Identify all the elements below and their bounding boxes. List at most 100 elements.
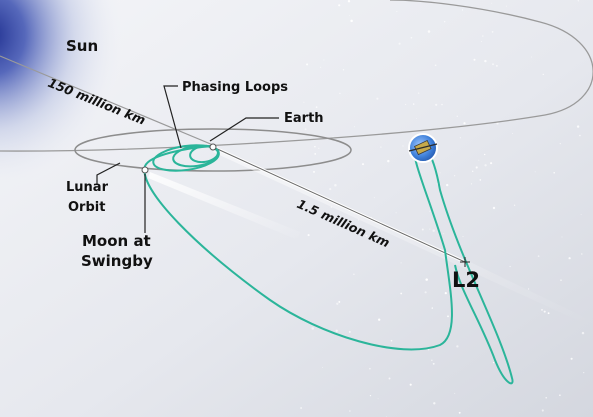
star: [568, 257, 571, 260]
star: [553, 171, 555, 174]
star: [409, 383, 412, 386]
star: [410, 36, 413, 39]
star: [376, 97, 379, 100]
star: [390, 339, 393, 342]
star: [479, 179, 482, 181]
star: [347, 0, 351, 3]
star: [462, 235, 464, 238]
star: [307, 234, 310, 237]
star: [404, 103, 407, 106]
star: [478, 159, 480, 161]
star: [312, 170, 316, 173]
star: [559, 142, 561, 145]
star: [511, 132, 513, 134]
star: [413, 103, 415, 105]
lunar-orbit-leader: [96, 162, 121, 185]
star: [443, 233, 445, 235]
star: [434, 64, 437, 67]
star: [348, 15, 350, 17]
star: [373, 197, 375, 199]
star: [435, 103, 438, 106]
star: [342, 69, 345, 71]
star: [491, 31, 494, 33]
star: [541, 409, 544, 412]
star: [505, 5, 507, 7]
star: [350, 19, 353, 23]
star: [473, 58, 476, 61]
star: [456, 115, 459, 118]
star: [513, 204, 516, 206]
star: [444, 21, 446, 23]
star: [424, 291, 427, 294]
star: [441, 103, 443, 106]
star: [349, 410, 351, 412]
lunar-orbit-label-line2: Orbit: [68, 200, 105, 215]
star: [492, 206, 496, 210]
star: [314, 145, 316, 148]
lunar-orbit-label-line1: Lunar: [66, 180, 109, 195]
star: [320, 66, 322, 68]
star: [361, 163, 365, 166]
earth-icon: [209, 143, 217, 151]
star: [444, 291, 447, 295]
star: [402, 145, 404, 147]
star: [531, 56, 533, 58]
star: [475, 166, 478, 169]
star: [583, 371, 585, 374]
star: [482, 35, 484, 37]
star: [311, 327, 314, 330]
star: [570, 357, 573, 360]
star: [398, 42, 401, 45]
star: [416, 118, 417, 119]
star: [581, 253, 583, 255]
star: [496, 122, 499, 125]
star: [491, 63, 495, 66]
star: [369, 394, 372, 397]
star: [425, 278, 428, 281]
star: [429, 210, 431, 212]
star: [365, 234, 368, 237]
star: [427, 30, 431, 33]
lunar-orbit-ellipse: [74, 128, 352, 172]
star: [576, 125, 580, 128]
star: [400, 262, 402, 264]
l2-crosshair-icon: [460, 257, 470, 267]
star: [400, 292, 403, 295]
l2-wake: [213, 148, 590, 326]
star: [481, 41, 482, 42]
star: [431, 307, 433, 309]
star: [323, 59, 325, 61]
star: [545, 397, 547, 399]
star: [534, 171, 536, 173]
star: [490, 162, 493, 165]
star: [541, 309, 543, 311]
star: [542, 73, 545, 76]
star: [338, 4, 341, 7]
moon-swingby-label-line2: Swingby: [81, 252, 153, 270]
star: [377, 398, 379, 400]
star: [353, 273, 355, 275]
star: [303, 101, 305, 103]
star: [417, 92, 420, 94]
star: [461, 9, 464, 11]
star: [339, 92, 341, 95]
earth-label: Earth: [284, 111, 324, 126]
star: [432, 229, 435, 232]
star: [491, 2, 493, 4]
star: [559, 394, 561, 397]
spacecraft-icon: [408, 133, 438, 163]
star: [463, 122, 466, 125]
leader-lines: [96, 85, 279, 233]
earth-l2-line: [212, 146, 466, 263]
star: [335, 329, 338, 333]
star: [336, 302, 339, 305]
l2-label: L2: [452, 268, 480, 292]
star: [421, 228, 424, 231]
star: [429, 228, 431, 230]
star: [433, 402, 436, 405]
star: [432, 362, 435, 365]
star: [396, 11, 398, 12]
star: [388, 377, 391, 380]
